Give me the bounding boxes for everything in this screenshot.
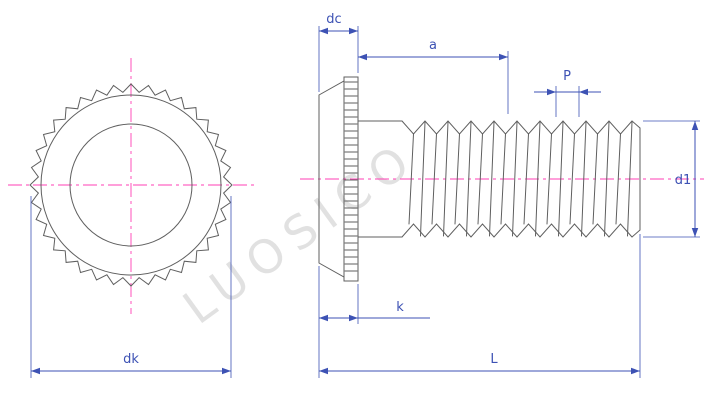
knurl-hatch — [344, 81, 358, 272]
d1-label: d1 — [675, 173, 692, 188]
tip-chamfer-bottom — [631, 229, 641, 238]
thread-profile-top — [401, 120, 633, 135]
dimension-d1: d1 — [643, 120, 700, 238]
flange-outer-circle — [40, 94, 222, 276]
knurled-rim — [29, 83, 233, 287]
dimension-a: a — [358, 38, 509, 114]
watermark-text: LUOSICO — [173, 130, 427, 335]
dimension-p: P — [534, 69, 601, 117]
dimension-k: k — [318, 266, 430, 378]
a-label: a — [429, 38, 437, 53]
dimension-l: L — [319, 234, 641, 378]
tip-chamfer-top — [631, 120, 641, 129]
thread-tip — [631, 120, 641, 238]
thread-flanks — [408, 121, 633, 237]
thread-profile-bottom — [401, 223, 633, 238]
side-view: dc a P d1 — [300, 12, 704, 378]
l-label: L — [490, 352, 498, 367]
bore-circle — [69, 123, 193, 247]
k-label: k — [396, 300, 404, 315]
dk-label: dk — [123, 352, 139, 367]
knurled-band — [343, 76, 359, 282]
p-label: P — [563, 69, 571, 84]
dc-label: dc — [326, 12, 341, 27]
dimension-dc: dc — [318, 12, 359, 92]
front-view: dk — [8, 58, 256, 378]
dimension-dk: dk — [30, 196, 232, 378]
